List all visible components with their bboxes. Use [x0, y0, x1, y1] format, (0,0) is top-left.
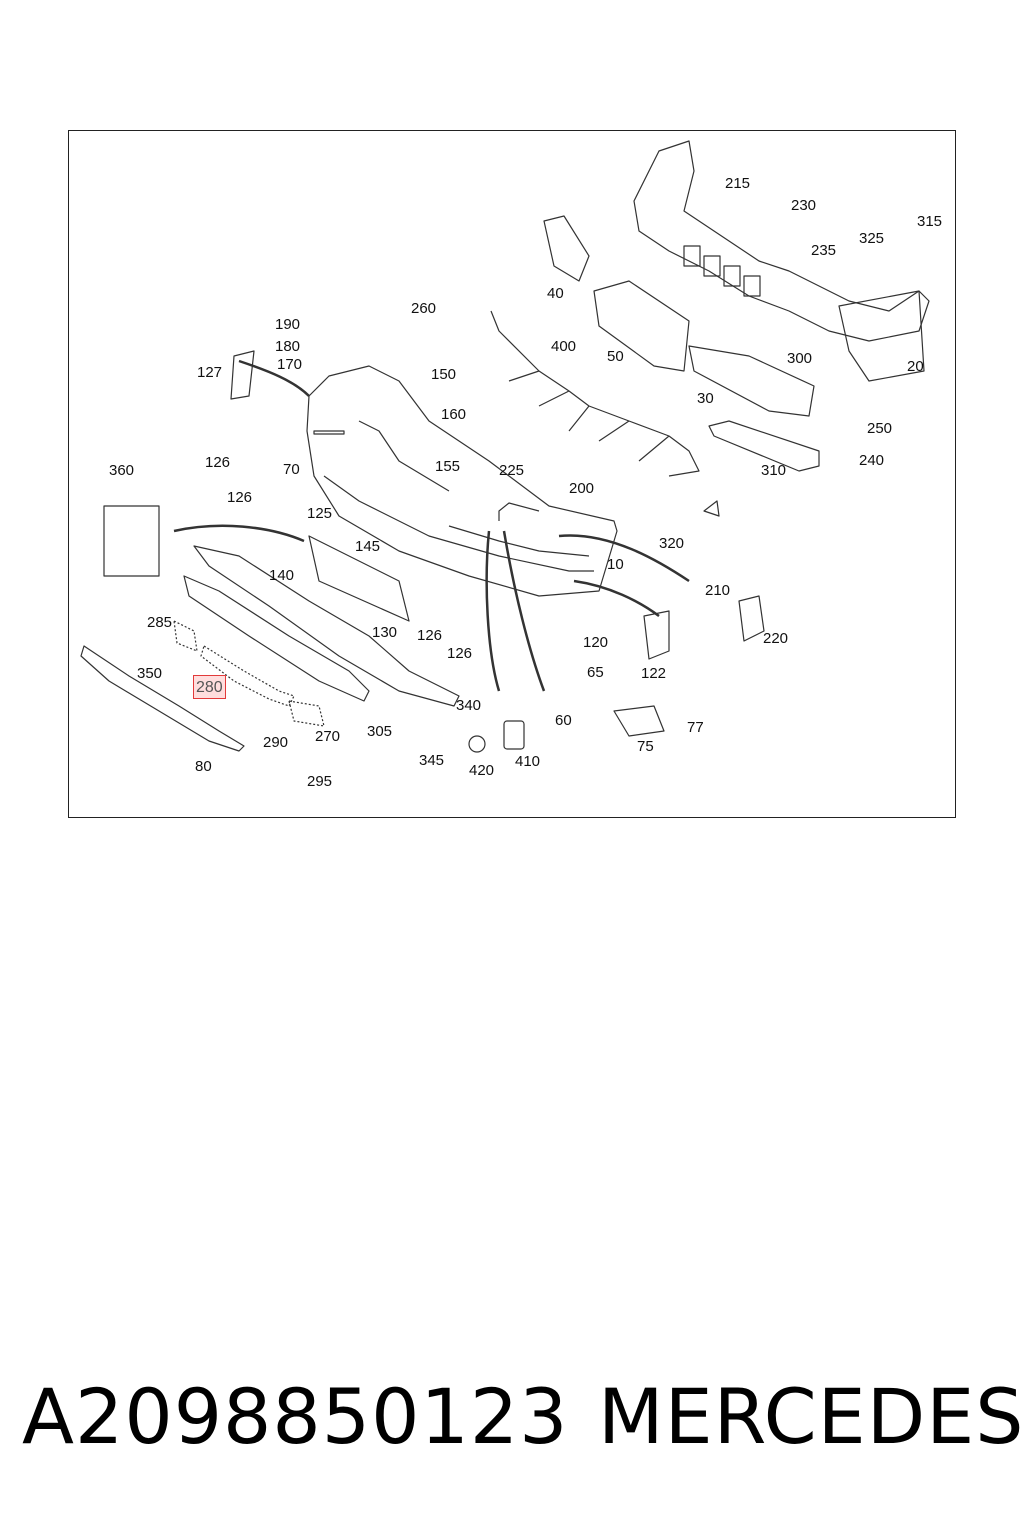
- callout-60: 60: [555, 712, 572, 729]
- callout-126-top: 126: [205, 454, 231, 471]
- bumper-reinforcement-drawing: [633, 140, 930, 382]
- diagram-frame: 215 230 315 325 235 40 20 50 300 30 250 …: [68, 130, 956, 818]
- callout-126-bottom: 126: [447, 645, 473, 662]
- leader-lines-drawing: [173, 359, 690, 692]
- callout-30: 30: [697, 390, 714, 407]
- callout-340: 340: [456, 697, 482, 714]
- callout-305: 305: [367, 723, 393, 740]
- callout-260: 260: [411, 300, 437, 317]
- small-parts-drawing: [103, 350, 765, 753]
- callout-345: 345: [419, 752, 445, 769]
- callout-10: 10: [607, 556, 624, 573]
- callout-310: 310: [761, 462, 787, 479]
- callout-290: 290: [263, 734, 289, 751]
- callout-65: 65: [587, 664, 604, 681]
- callout-400: 400: [551, 338, 577, 355]
- callout-155: 155: [435, 458, 461, 475]
- wiring-harness-drawing: [490, 310, 700, 521]
- callout-127: 127: [197, 364, 223, 381]
- callout-40: 40: [547, 285, 564, 302]
- bumper-cover-drawing: [306, 365, 618, 597]
- callout-320: 320: [659, 535, 685, 552]
- exploded-view-drawing: [80, 140, 930, 753]
- brand-name: MERCEDES: [598, 1372, 1024, 1461]
- callout-140: 140: [269, 567, 295, 584]
- callout-70: 70: [283, 461, 300, 478]
- callout-150: 150: [431, 366, 457, 383]
- callout-280-highlighted: 280: [193, 675, 226, 699]
- callout-80: 80: [195, 758, 212, 775]
- callout-350: 350: [137, 665, 163, 682]
- callout-122: 122: [641, 665, 667, 682]
- callout-120: 120: [583, 634, 609, 651]
- bracket-310-drawing: [708, 420, 820, 472]
- callout-210: 210: [705, 582, 731, 599]
- grille-mesh-drawing: [200, 645, 295, 707]
- callout-180: 180: [275, 338, 301, 355]
- part-number: A2098850123: [22, 1372, 569, 1461]
- callout-240: 240: [859, 452, 885, 469]
- callout-215: 215: [725, 175, 751, 192]
- callout-250: 250: [867, 420, 893, 437]
- license-plate-holder-drawing: [308, 535, 410, 622]
- caption: A2098850123 MERCEDES: [0, 1372, 1024, 1472]
- callout-300: 300: [787, 350, 813, 367]
- impact-absorber-drawing: [543, 215, 815, 417]
- callout-77: 77: [687, 719, 704, 736]
- callout-285: 285: [147, 614, 173, 631]
- callout-170: 170: [277, 356, 303, 373]
- callout-126-lower: 126: [417, 627, 443, 644]
- callout-50: 50: [607, 348, 624, 365]
- callout-220: 220: [763, 630, 789, 647]
- lower-spoiler-drawing: [80, 545, 460, 752]
- callout-200: 200: [569, 480, 595, 497]
- callout-295: 295: [307, 773, 333, 790]
- callout-75: 75: [637, 738, 654, 755]
- callout-235: 235: [811, 242, 837, 259]
- callout-230: 230: [791, 197, 817, 214]
- callout-125: 125: [307, 505, 333, 522]
- callout-315: 315: [917, 213, 943, 230]
- callout-360: 360: [109, 462, 135, 479]
- callout-145: 145: [355, 538, 381, 555]
- callout-190: 190: [275, 316, 301, 333]
- callout-20: 20: [907, 358, 924, 375]
- callout-225: 225: [499, 462, 525, 479]
- callout-160: 160: [441, 406, 467, 423]
- callout-270: 270: [315, 728, 341, 745]
- callout-420: 420: [469, 762, 495, 779]
- callout-126-mid: 126: [227, 489, 253, 506]
- callout-130: 130: [372, 624, 398, 641]
- callout-325: 325: [859, 230, 885, 247]
- callout-410: 410: [515, 753, 541, 770]
